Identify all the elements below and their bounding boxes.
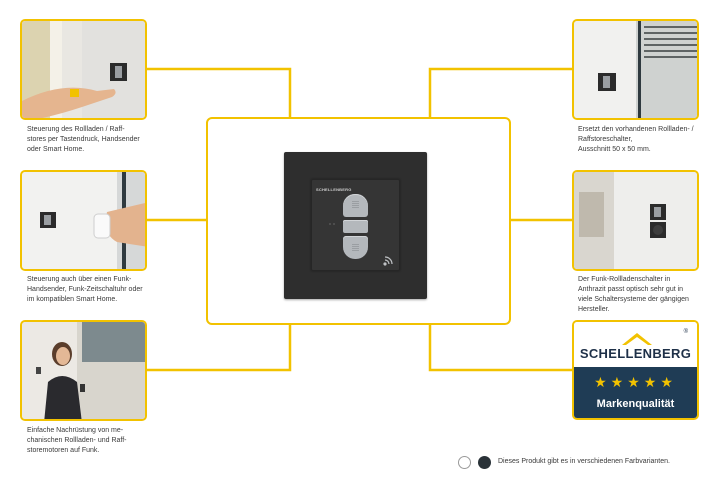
down-button bbox=[343, 236, 368, 259]
led-indicator bbox=[333, 223, 335, 225]
photo-switch-with-sockets-illustration bbox=[574, 172, 697, 269]
feature-caption-4: Ersetzt den vorhandenen Rollladen- / Raf… bbox=[578, 126, 694, 153]
registered-mark: ® bbox=[683, 329, 688, 335]
photo-hand-pressing-switch-illustration bbox=[22, 21, 145, 118]
color-variants-note: Dieses Produkt gibt es in verschiedenen … bbox=[498, 458, 670, 465]
feature-caption-3: Einfache Nachrüstung von me- chanischen … bbox=[27, 427, 127, 454]
radio-signal-icon bbox=[383, 256, 393, 266]
photo-switch-on-wall-illustration bbox=[574, 21, 697, 118]
led-indicator bbox=[329, 223, 331, 225]
brand-name: SCHELLENBERG bbox=[579, 346, 692, 361]
feature-caption-1: Steuerung des Rollladen / Raff- stores p… bbox=[27, 126, 140, 153]
switch-insert: SCHELLENBERG bbox=[311, 179, 400, 271]
feature-caption-2: Steuerung auch über einen Funk- Handsend… bbox=[27, 276, 143, 303]
star-rating-icons: ★★★★★ bbox=[594, 374, 677, 390]
switch-brand-mark: SCHELLENBERG bbox=[316, 187, 352, 192]
color-swatch-anthracite bbox=[478, 456, 491, 469]
feature-caption-5: Der Funk-Rollladenschalter in Anthrazit … bbox=[578, 276, 689, 313]
roller-shutter-switch: SCHELLENBERG bbox=[284, 152, 427, 299]
roof-logo-icon bbox=[622, 333, 652, 345]
photo-woman-with-smartphone bbox=[20, 320, 147, 421]
brand-quality-badge: ® SCHELLENBERG ★★★★★ Markenqualität bbox=[572, 320, 699, 420]
photo-switch-with-sockets bbox=[572, 170, 699, 271]
photo-remote-control bbox=[20, 170, 147, 271]
photo-woman-with-smartphone-illustration bbox=[22, 322, 145, 419]
photo-switch-on-wall bbox=[572, 19, 699, 120]
photo-remote-control-illustration bbox=[22, 172, 145, 269]
brand-tagline: Markenqualität bbox=[596, 398, 675, 410]
color-swatch-white bbox=[458, 456, 471, 469]
photo-hand-pressing-switch bbox=[20, 19, 147, 120]
up-button bbox=[343, 194, 368, 217]
stop-button bbox=[343, 220, 368, 233]
